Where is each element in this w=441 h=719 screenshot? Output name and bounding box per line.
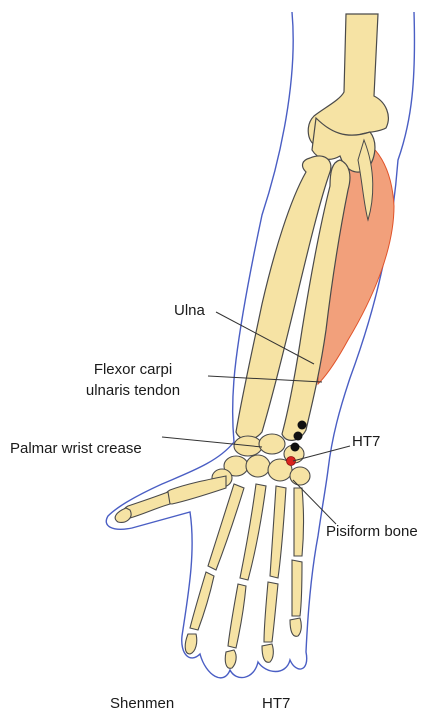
landmark-dot bbox=[291, 443, 300, 452]
flexor-label-line2: ulnaris tendon bbox=[60, 382, 206, 400]
pisiform-label: Pisiform bone bbox=[326, 523, 418, 541]
landmark-dot bbox=[298, 421, 307, 430]
ht7-label: HT7 bbox=[352, 433, 380, 451]
caption-code: HT7 bbox=[262, 695, 290, 713]
palmar-crease-label: Palmar wrist crease bbox=[10, 440, 142, 458]
landmark-dot bbox=[294, 432, 303, 441]
flexor-label: Flexor carpi ulnaris tendon bbox=[60, 361, 206, 400]
ulna-label: Ulna bbox=[174, 302, 205, 320]
finger-bones bbox=[185, 484, 303, 668]
flexor-label-line1: Flexor carpi bbox=[60, 361, 206, 379]
caption-name: Shenmen bbox=[110, 695, 174, 713]
